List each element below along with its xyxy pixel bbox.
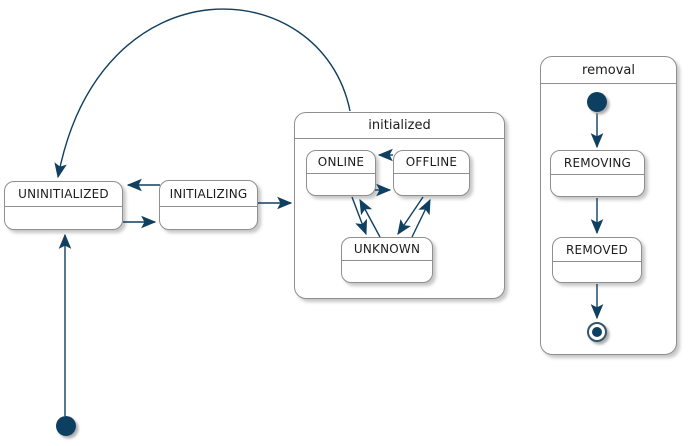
composite-title-removal: removal [541,57,676,84]
state-offline: OFFLINE [393,150,470,196]
state-online: ONLINE [306,150,376,196]
state-unknown: UNKNOWN [341,237,433,283]
state-label-removing: REMOVING [551,151,644,175]
state-label-removed: REMOVED [553,238,641,262]
state-removed: REMOVED [552,237,642,283]
state-initializing: INITIALIZING [159,180,258,230]
state-label-offline: OFFLINE [394,151,469,174]
state-uninitialized: UNINITIALIZED [4,181,123,230]
state-label-uninitialized: UNINITIALIZED [5,182,122,207]
state-removing: REMOVING [550,150,645,197]
state-label-online: ONLINE [307,151,375,174]
initial-state-icon [56,416,76,436]
composite-state-removal: removal [540,56,677,355]
composite-title-initialized: initialized [295,113,504,139]
state-label-initializing: INITIALIZING [160,181,257,207]
state-label-unknown: UNKNOWN [342,238,432,261]
